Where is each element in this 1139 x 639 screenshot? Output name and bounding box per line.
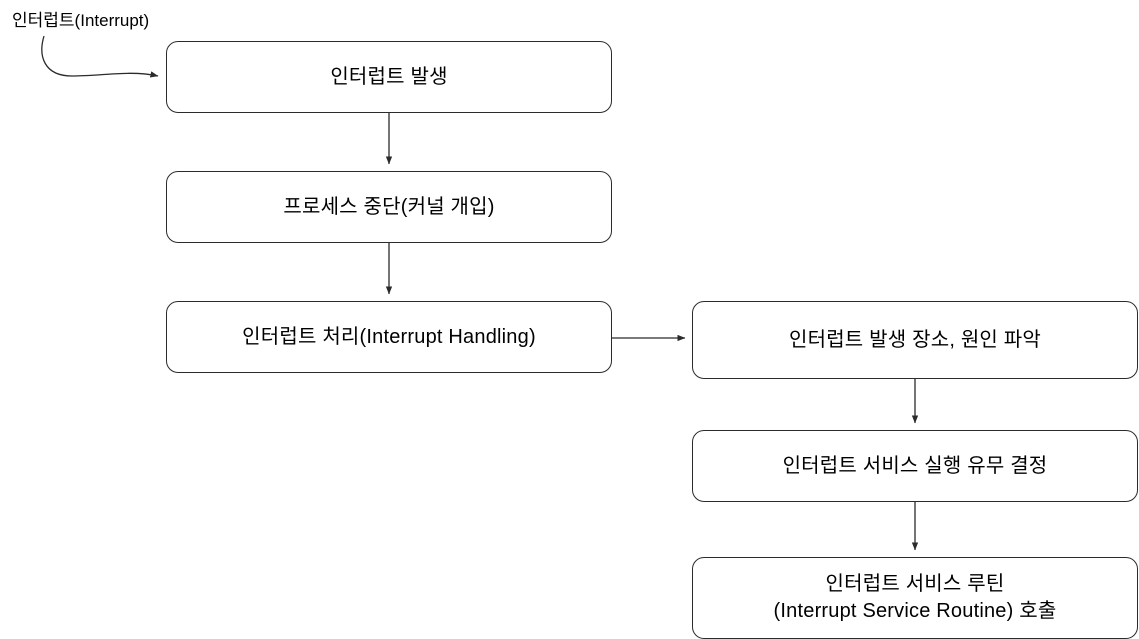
interrupt-caption: 인터럽트(Interrupt) [12,11,150,30]
node-interrupt-handling: 인터럽트 처리(Interrupt Handling) [166,301,612,373]
node-call-isr: 인터럽트 서비스 루틴 (Interrupt Service Routine) … [692,557,1138,639]
node-process-suspend: 프로세스 중단(커널 개입) [166,171,612,243]
node-interrupt-occurs: 인터럽트 발생 [166,41,612,113]
curved-entry-arrow [41,35,159,78]
node-decide-service: 인터럽트 서비스 실행 유무 결정 [692,430,1138,502]
node-identify-source: 인터럽트 발생 장소, 원인 파악 [692,301,1138,379]
